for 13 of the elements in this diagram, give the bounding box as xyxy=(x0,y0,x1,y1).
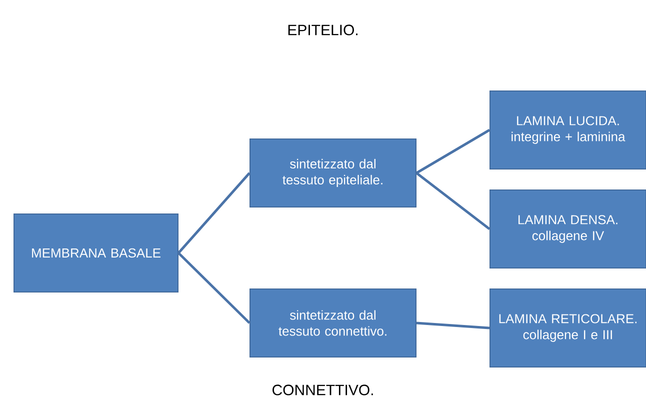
connector-line xyxy=(416,322,490,330)
process-box: LAMINA LUCIDA. integrine + laminina xyxy=(490,90,646,170)
process-box: LAMINA RETICOLARE. collagene I e III xyxy=(490,288,646,368)
heading-text: CONNETTIVO. xyxy=(272,384,373,396)
heading-text: EPITELIO. xyxy=(288,24,358,36)
process-box: sintetizzato dal tessuto epiteliale. xyxy=(250,138,416,208)
process-box: sintetizzato dal tessuto connettivo. xyxy=(250,288,416,358)
connector-line xyxy=(178,252,250,324)
connector-line xyxy=(178,172,250,254)
connector-line xyxy=(416,128,490,174)
process-box: LAMINA DENSA. collagene IV xyxy=(490,189,646,268)
process-box: MEMBRANA BASALE xyxy=(14,214,178,292)
connector-line xyxy=(416,172,490,230)
